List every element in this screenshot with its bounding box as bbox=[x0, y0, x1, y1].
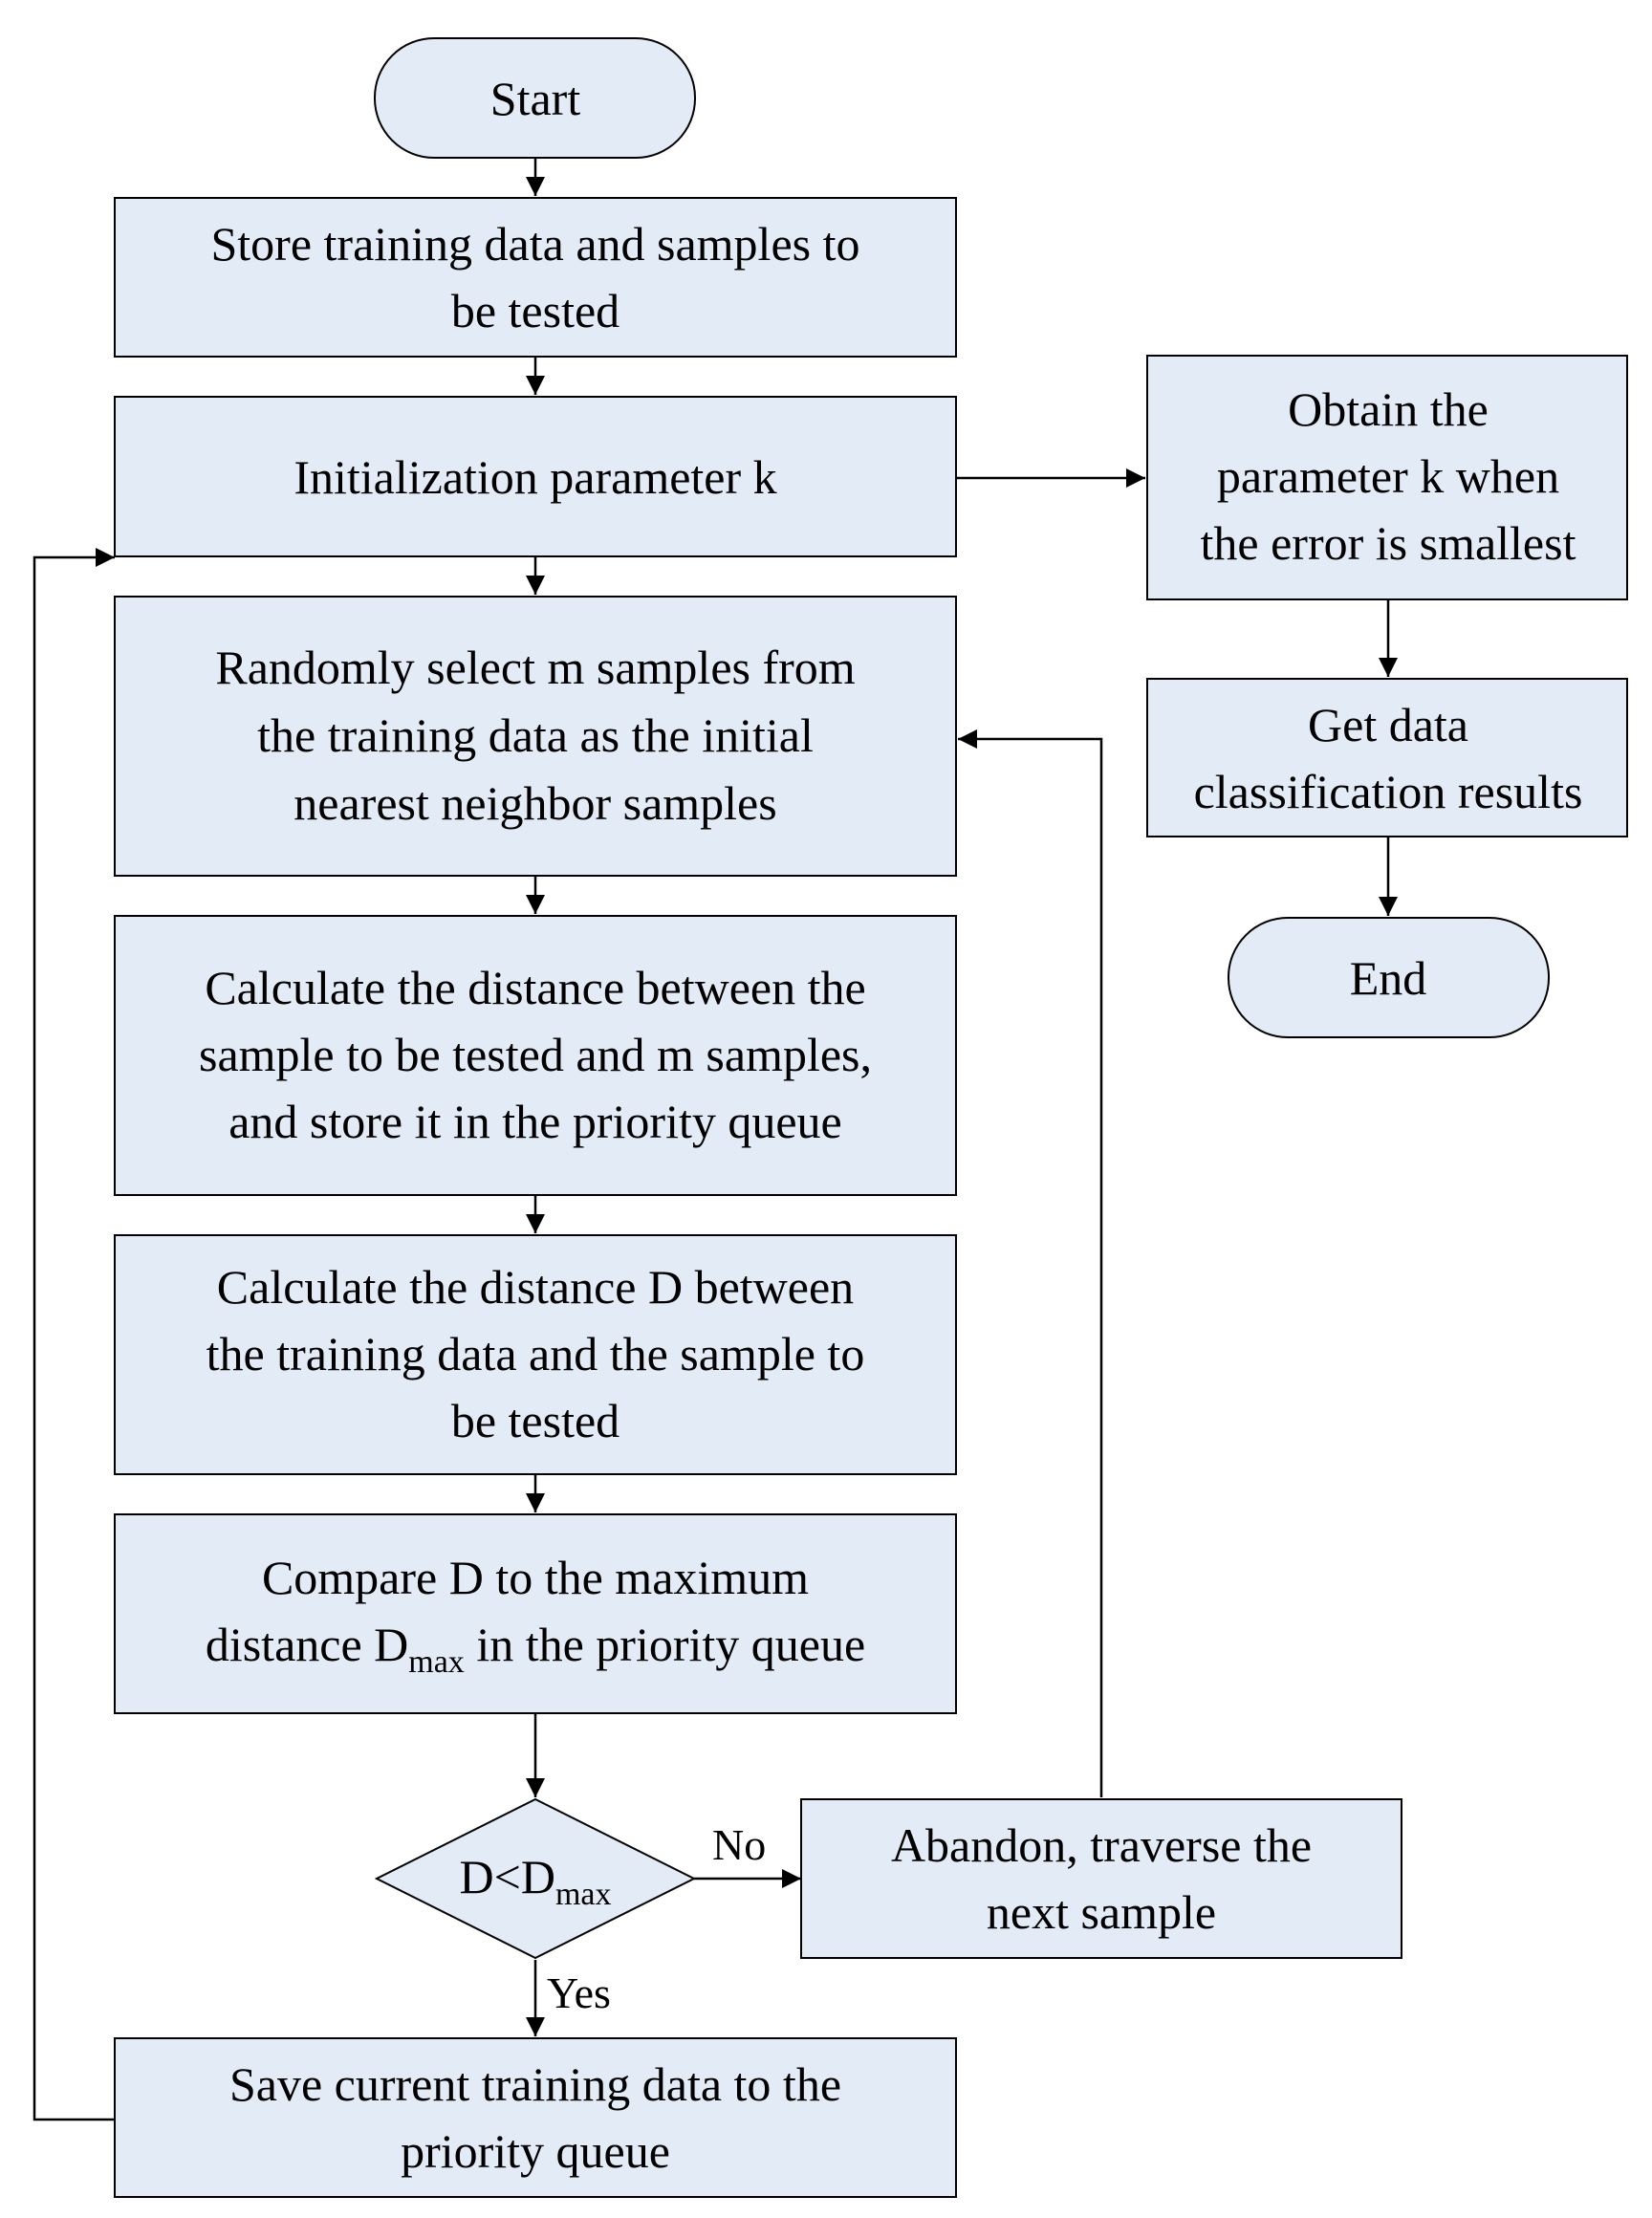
random-select-node: Randomly select m samples from the train… bbox=[114, 596, 957, 877]
edge-save-init-loop bbox=[33, 548, 115, 2121]
yes-label: Yes bbox=[547, 1968, 611, 2017]
store-data-line-1: Store training data and samples to bbox=[210, 217, 859, 271]
get-results-line-2: classification results bbox=[1194, 765, 1583, 818]
no-label: No bbox=[712, 1820, 766, 1869]
start-node: Start bbox=[374, 37, 696, 159]
calc-m-distance-line-2: sample to be tested and m samples, bbox=[199, 1028, 872, 1081]
compare-line-2: distance Dmax in the priority queue bbox=[206, 1618, 865, 1680]
edge-abandon-select-loop bbox=[958, 729, 1103, 1797]
random-select-line-1: Randomly select m samples from bbox=[215, 641, 855, 694]
end-node: End bbox=[1228, 917, 1550, 1038]
obtain-parameter-line-3: the error is smallest bbox=[1201, 516, 1576, 570]
end-label: End bbox=[1350, 951, 1427, 1005]
obtain-parameter-line-2: parameter k when bbox=[1217, 449, 1559, 503]
connectors bbox=[33, 158, 1398, 2121]
init-parameter-node: Initialization parameter k bbox=[114, 396, 957, 557]
decision-node: D<Dmax bbox=[374, 1797, 697, 1960]
abandon-line-1: Abandon, traverse the bbox=[891, 1818, 1312, 1872]
init-parameter-label: Initialization parameter k bbox=[293, 450, 776, 504]
random-select-line-3: nearest neighbor samples bbox=[293, 776, 776, 830]
store-data-line-2: be tested bbox=[451, 284, 620, 337]
decision-label: D<Dmax bbox=[460, 1850, 612, 1912]
obtain-parameter-node: Obtain the parameter k when the error is… bbox=[1146, 355, 1628, 600]
abandon-line-2: next sample bbox=[987, 1885, 1216, 1939]
obtain-parameter-line-1: Obtain the bbox=[1288, 382, 1489, 436]
calc-d-distance-line-1: Calculate the distance D between bbox=[217, 1260, 854, 1314]
save-node: Save current training data to the priori… bbox=[114, 2037, 957, 2198]
get-results-node: Get data classification results bbox=[1146, 678, 1628, 837]
store-data-node: Store training data and samples to be te… bbox=[114, 197, 957, 358]
save-line-2: priority queue bbox=[401, 2124, 670, 2178]
compare-node: Compare D to the maximum distance Dmax i… bbox=[114, 1513, 957, 1714]
calc-d-distance-line-2: the training data and the sample to bbox=[206, 1327, 865, 1381]
calc-m-distance-line-3: and store it in the priority queue bbox=[228, 1095, 842, 1148]
save-line-1: Save current training data to the bbox=[229, 2057, 841, 2111]
random-select-line-2: the training data as the initial bbox=[257, 708, 814, 762]
calc-m-distance-line-1: Calculate the distance between the bbox=[205, 961, 865, 1014]
calc-d-distance-node: Calculate the distance D between the tra… bbox=[114, 1234, 957, 1475]
calc-d-distance-line-3: be tested bbox=[451, 1394, 620, 1447]
calc-m-distance-node: Calculate the distance between the sampl… bbox=[114, 915, 957, 1196]
abandon-node: Abandon, traverse the next sample bbox=[800, 1798, 1402, 1959]
start-label: Start bbox=[490, 72, 581, 125]
get-results-line-1: Get data bbox=[1308, 698, 1468, 751]
compare-line-1: Compare D to the maximum bbox=[262, 1551, 809, 1604]
